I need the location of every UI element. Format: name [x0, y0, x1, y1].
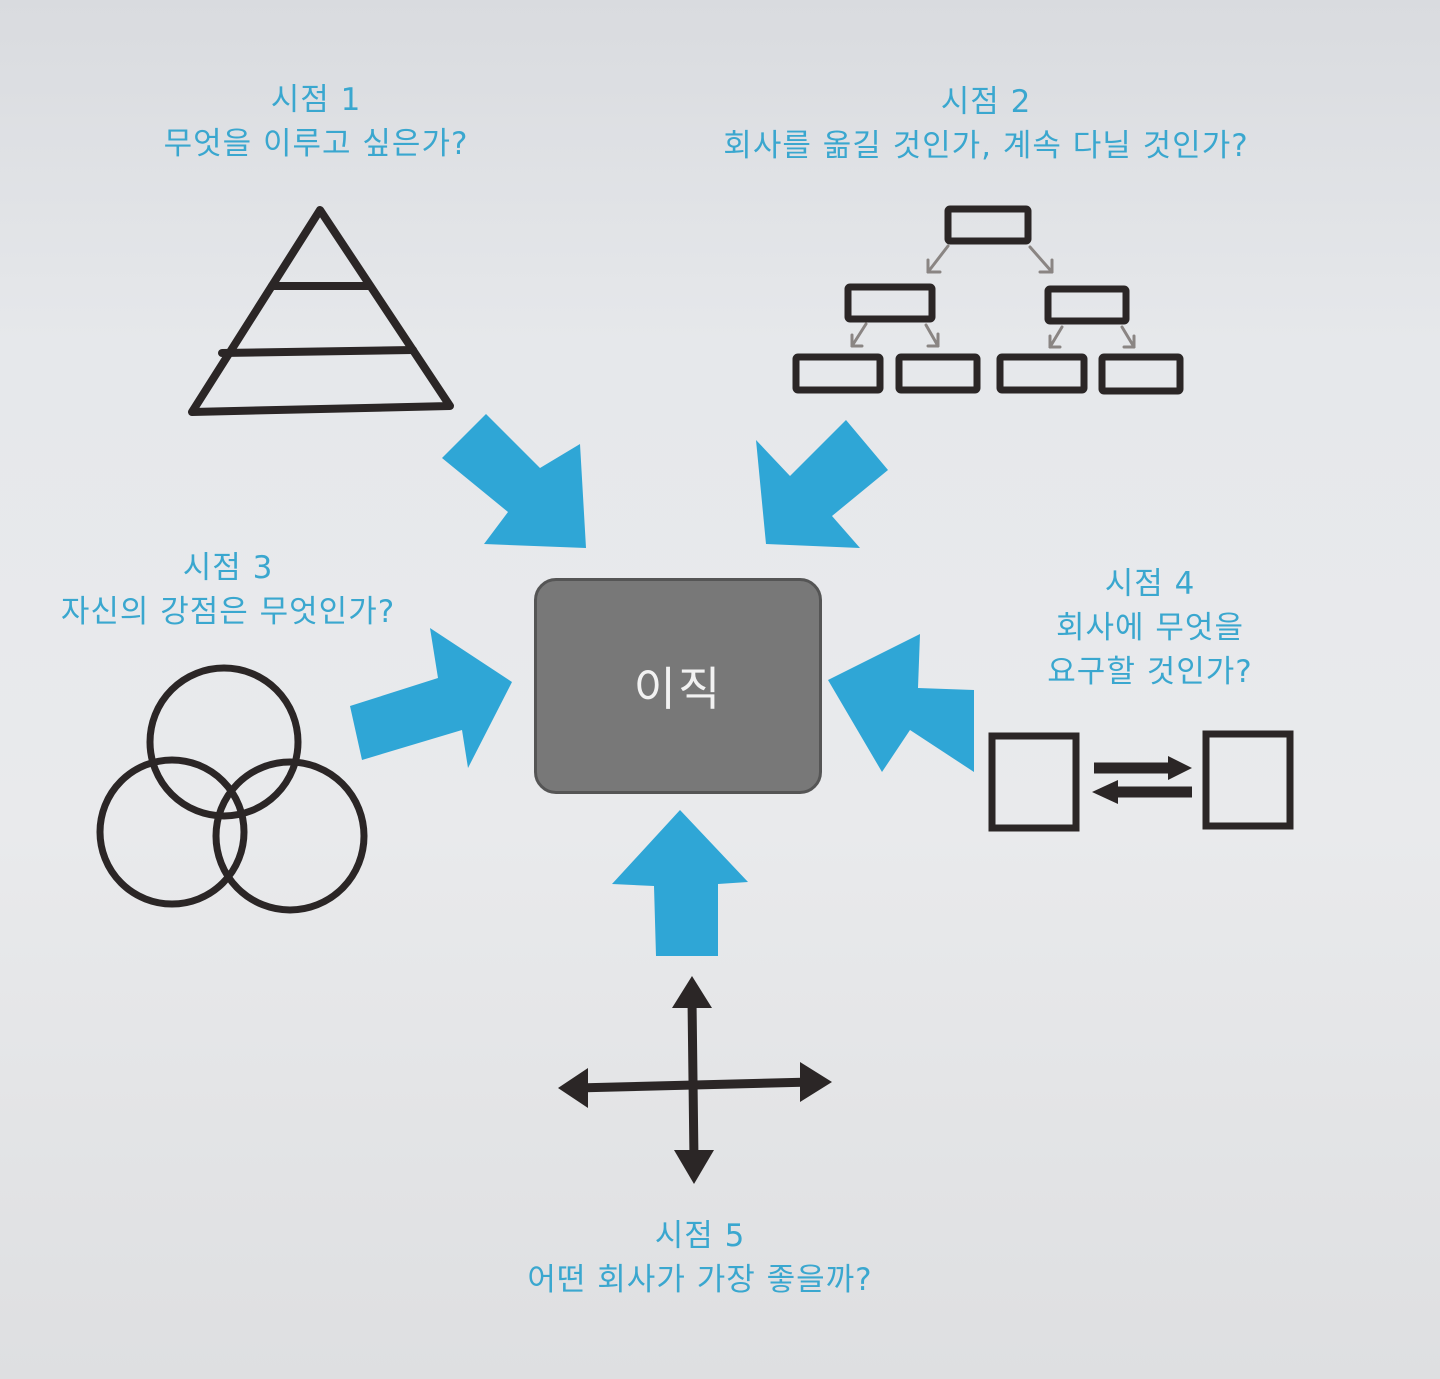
pyramid-icon	[188, 206, 454, 416]
viewpoint-1-label: 시점 1 무엇을 이루고 싶은가?	[156, 78, 476, 166]
viewpoint-3-label: 시점 3 자신의 강점은 무엇인가?	[58, 546, 398, 634]
viewpoint-5-question: 어떤 회사가 가장 좋을까?	[527, 1262, 873, 1298]
viewpoint-4-title: 시점 4	[1104, 566, 1196, 602]
center-label: 이직	[633, 662, 723, 716]
viewpoint-5-title: 시점 5	[654, 1218, 746, 1254]
arrow-from-viewpoint-1	[442, 414, 586, 548]
viewpoint-4-label: 시점 4 회사에 무엇을 요구할 것인가?	[1030, 562, 1270, 694]
viewpoint-2-title: 시점 2	[940, 84, 1032, 120]
viewpoint-2-question: 회사를 옮길 것인가, 계속 다닐 것인가?	[723, 128, 1249, 164]
center-box: 이직	[534, 578, 822, 794]
tree-hierarchy-icon	[792, 205, 1184, 395]
exchange-arrows-icon	[988, 730, 1294, 832]
viewpoint-4-question-line-1: 회사에 무엇을	[1056, 610, 1244, 646]
viewpoint-1-title: 시점 1	[270, 82, 362, 118]
arrow-from-viewpoint-5	[612, 810, 748, 956]
viewpoint-4-question-line-2: 요구할 것인가?	[1047, 654, 1253, 690]
viewpoint-5-label: 시점 5 어떤 회사가 가장 좋을까?	[520, 1214, 880, 1302]
arrow-from-viewpoint-3	[350, 628, 512, 768]
four-way-arrows-icon	[558, 976, 832, 1184]
arrow-from-viewpoint-4	[828, 634, 974, 772]
viewpoint-2-label: 시점 2 회사를 옮길 것인가, 계속 다닐 것인가?	[716, 80, 1256, 168]
viewpoint-3-question: 자신의 강점은 무엇인가?	[60, 594, 396, 630]
viewpoint-3-title: 시점 3	[182, 550, 274, 586]
venn-diagram-icon	[96, 664, 368, 914]
arrow-group	[350, 414, 974, 956]
viewpoint-1-question: 무엇을 이루고 싶은가?	[163, 126, 469, 162]
arrow-from-viewpoint-2	[756, 420, 888, 548]
